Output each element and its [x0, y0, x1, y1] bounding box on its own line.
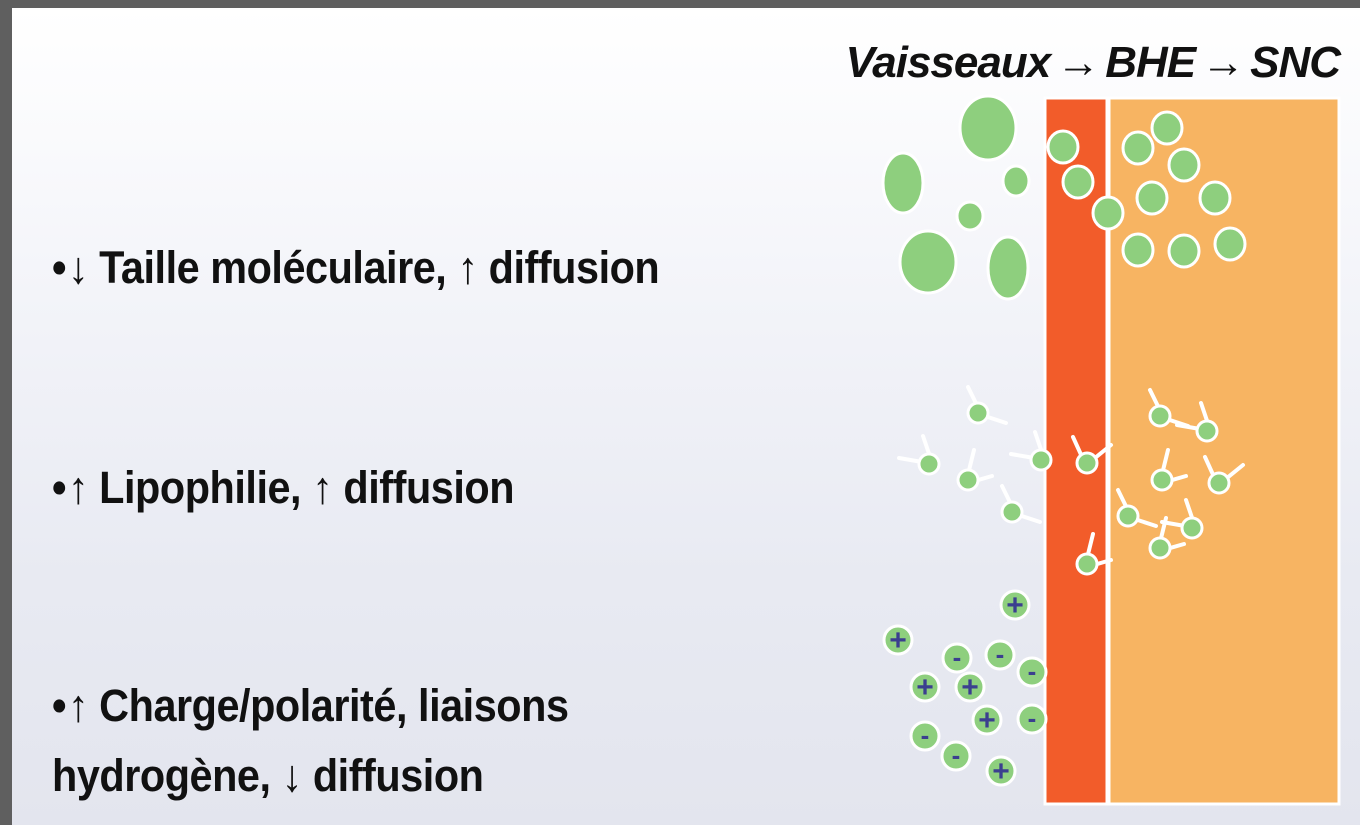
bullet-molecular-size: •↓ Taille moléculaire, ↑ diffusion	[52, 233, 659, 303]
molecule-size	[957, 202, 983, 230]
plus-sign-icon: +	[978, 704, 996, 737]
molecule-lipophilic	[1077, 554, 1097, 574]
arrow-up-icon: ↑	[68, 462, 88, 513]
bullet-text: Lipophilie, ↑ diffusion	[99, 462, 514, 513]
molecule-lipophilic	[1002, 502, 1022, 522]
minus-sign-icon: -	[952, 740, 961, 770]
plus-sign-icon: +	[916, 671, 934, 704]
molecule-size	[988, 237, 1028, 299]
molecule-size	[883, 153, 923, 213]
diagram-panel: ++---+++---+ Vaisseaux→BHE→SNC •↓ Taille…	[12, 8, 1360, 825]
arrow-up-icon: ↑	[68, 680, 88, 731]
molecule-lipophilic	[1209, 473, 1229, 493]
molecule-lipophilic	[1197, 421, 1217, 441]
molecule-size	[1048, 131, 1078, 163]
plus-sign-icon: +	[992, 755, 1010, 788]
diagram-title: Vaisseaux→BHE→SNC	[846, 38, 1340, 88]
molecule-size	[1200, 182, 1230, 214]
molecule-lipophilic	[1118, 506, 1138, 526]
bullet-dot: •	[52, 242, 66, 293]
bullet-text-line2: hydrogène, ↓ diffusion	[52, 750, 483, 801]
molecule-lipophilic	[1077, 453, 1097, 473]
molecule-lipophilic	[1152, 470, 1172, 490]
molecule-size	[1003, 166, 1029, 196]
molecule-size	[1215, 228, 1245, 260]
minus-sign-icon: -	[1028, 703, 1037, 733]
arrow-down-icon: ↓	[68, 242, 88, 293]
bullet-dot: •	[52, 462, 66, 513]
minus-sign-icon: -	[921, 720, 930, 750]
molecule-size	[1169, 149, 1199, 181]
arrow-right-icon: →	[1201, 38, 1244, 88]
molecule-lipophilic	[958, 470, 978, 490]
molecule-lipophilic	[1150, 406, 1170, 426]
molecule-size	[1123, 234, 1153, 266]
bullet-lipophilicity: •↑ Lipophilie, ↑ diffusion	[52, 453, 514, 523]
plus-sign-icon: +	[961, 671, 979, 704]
minus-sign-icon: -	[996, 639, 1005, 669]
plus-sign-icon: +	[889, 624, 907, 657]
molecule-lipophilic	[968, 403, 988, 423]
bbb-label: BHE	[1105, 38, 1195, 88]
bullet-charge-polarity: •↑ Charge/polarité, liaisons hydrogène, …	[52, 671, 569, 811]
molecule-size	[960, 96, 1016, 160]
bullet-dot: •	[52, 680, 66, 731]
bullet-text: Taille moléculaire, ↑ diffusion	[99, 242, 659, 293]
arrow-right-icon: →	[1056, 38, 1099, 88]
bullet-text-line1: Charge/polarité, liaisons	[99, 680, 568, 731]
minus-sign-icon: -	[953, 642, 962, 672]
plus-sign-icon: +	[1006, 589, 1024, 622]
molecule-size	[1137, 182, 1167, 214]
charged-molecule-group: ++---+++---+	[884, 589, 1046, 788]
molecule-lipophilic	[1182, 518, 1202, 538]
cns-label: SNC	[1250, 38, 1340, 88]
minus-sign-icon: -	[1028, 656, 1037, 686]
molecule-lipophilic	[1150, 538, 1170, 558]
molecule-size	[1169, 235, 1199, 267]
molecule-size	[1123, 132, 1153, 164]
molecule-lipophilic	[1031, 450, 1051, 470]
molecule-size	[1093, 197, 1123, 229]
vessels-label: Vaisseaux	[846, 38, 1051, 88]
molecule-size	[900, 231, 956, 293]
molecule-size	[1063, 166, 1093, 198]
molecule-size	[1152, 112, 1182, 144]
molecule-lipophilic	[919, 454, 939, 474]
